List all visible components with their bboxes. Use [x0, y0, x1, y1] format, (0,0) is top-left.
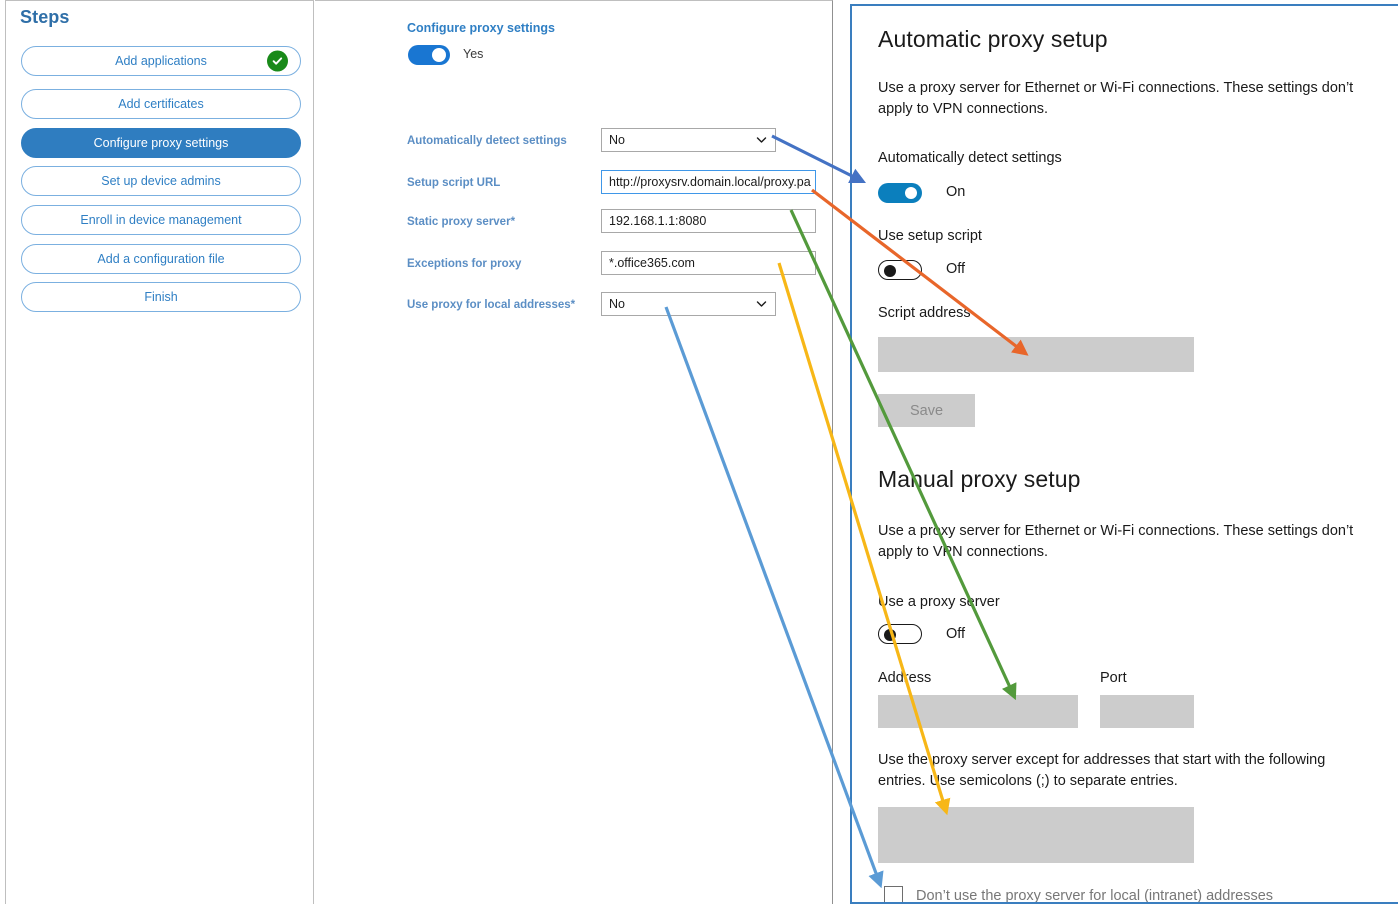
step-item-finish[interactable]: Finish — [21, 282, 301, 312]
exceptions-for-proxy-input[interactable]: *.office365.com — [601, 251, 816, 275]
step-label: Add certificates — [118, 97, 204, 111]
exceptions-description: Use the proxy server except for addresse… — [878, 752, 1326, 789]
toggle-knob — [905, 187, 917, 199]
toggle-knob — [884, 629, 896, 641]
use-setup-script-state: Off — [946, 261, 966, 277]
automatic-proxy-setup-heading: Automatic proxy setup — [878, 26, 1108, 52]
step-label: Add applications — [115, 54, 207, 68]
automatically-detect-settings-label: Automatically detect settings — [878, 150, 1062, 166]
label-text: Exceptions for proxy — [407, 258, 522, 270]
chevron-down-icon — [756, 135, 767, 146]
step-label: Finish — [144, 290, 178, 304]
manual-proxy-setup-heading: Manual proxy setup — [878, 466, 1081, 492]
input-value: *.office365.com — [609, 256, 695, 270]
static-proxy-server-input[interactable]: 192.168.1.1:8080 — [601, 209, 816, 233]
select-value: No — [609, 133, 625, 147]
address-input[interactable] — [878, 695, 1078, 728]
automatically-detect-settings-select[interactable]: No — [601, 128, 776, 152]
address-label: Address — [878, 670, 932, 686]
bypass-local-addresses-checkbox[interactable] — [884, 886, 903, 902]
toggle-knob — [432, 48, 446, 62]
manual-proxy-setup-description: Use a proxy server for Ethernet or Wi-Fi… — [878, 523, 1354, 560]
step-item-add-certificates[interactable]: Add certificates — [21, 89, 301, 119]
steps-title: Steps — [20, 7, 70, 27]
script-address-label: Script address — [878, 305, 971, 321]
automatically-detect-settings-state: On — [946, 184, 966, 200]
step-label: Configure proxy settings — [93, 136, 229, 150]
steps-panel: Steps Add applications Add certificates … — [5, 0, 314, 904]
port-label: Port — [1100, 670, 1127, 686]
proxy-form-panel: Configure proxy settings Yes Automatical… — [315, 0, 833, 904]
step-complete-check-icon — [267, 50, 288, 72]
use-setup-script-toggle[interactable] — [878, 260, 922, 280]
save-button-label: Save — [909, 402, 944, 419]
use-a-proxy-server-label: Use a proxy server — [878, 594, 1000, 610]
label-text: Setup script URL — [407, 177, 501, 189]
required-marker: * — [570, 299, 576, 311]
step-item-add-a-configuration-file[interactable]: Add a configuration file — [21, 244, 301, 274]
step-item-configure-proxy-settings[interactable]: Configure proxy settings — [21, 128, 301, 158]
select-value: No — [609, 297, 625, 311]
step-label: Set up device admins — [101, 174, 221, 188]
field-label-exceptions-for-proxy: Exceptions for proxy — [407, 258, 521, 270]
script-address-input[interactable] — [878, 337, 1194, 372]
port-input[interactable] — [1100, 695, 1194, 728]
input-value: 192.168.1.1:8080 — [609, 214, 707, 228]
automatically-detect-settings-toggle[interactable] — [878, 183, 922, 203]
bypass-local-addresses-label: Don’t use the proxy server for local (in… — [916, 888, 1274, 904]
field-label-setup-script-url: Setup script URL — [407, 177, 500, 189]
chevron-down-icon — [756, 299, 767, 310]
step-item-enroll-in-device-management[interactable]: Enroll in device management — [21, 205, 301, 235]
step-item-add-applications[interactable]: Add applications — [21, 46, 301, 76]
use-a-proxy-server-state: Off — [946, 626, 966, 642]
automatic-proxy-setup-description: Use a proxy server for Ethernet or Wi-Fi… — [878, 80, 1354, 117]
step-label: Enroll in device management — [80, 213, 242, 227]
save-button[interactable]: Save — [878, 394, 975, 427]
input-value: http://proxysrv.domain.local/proxy.pa — [609, 175, 811, 189]
step-label: Add a configuration file — [97, 252, 225, 266]
label-text: Automatically detect settings — [407, 135, 567, 147]
toggle-knob — [884, 265, 896, 277]
exceptions-input[interactable] — [878, 807, 1194, 863]
label-text: Static proxy server — [407, 216, 511, 228]
use-setup-script-label: Use setup script — [878, 228, 982, 244]
field-label-automatically-detect-settings: Automatically detect settings — [407, 135, 567, 147]
use-a-proxy-server-toggle[interactable] — [878, 624, 922, 644]
field-label-use-proxy-for-local-addresses: Use proxy for local addresses* — [407, 299, 575, 311]
field-label-static-proxy-server: Static proxy server* — [407, 216, 515, 228]
label-text: Use proxy for local addresses — [407, 299, 571, 311]
step-item-set-up-device-admins[interactable]: Set up device admins — [21, 166, 301, 196]
configure-proxy-settings-toggle-label: Yes — [463, 47, 484, 61]
setup-script-url-input[interactable]: http://proxysrv.domain.local/proxy.pa — [601, 170, 816, 194]
windows-proxy-settings-pane: Automatic proxy setup Use a proxy server… — [850, 4, 1398, 904]
required-marker: * — [510, 216, 516, 228]
use-proxy-for-local-addresses-select[interactable]: No — [601, 292, 776, 316]
form-title: Configure proxy settings — [407, 21, 555, 35]
configure-proxy-settings-toggle[interactable] — [408, 45, 450, 65]
